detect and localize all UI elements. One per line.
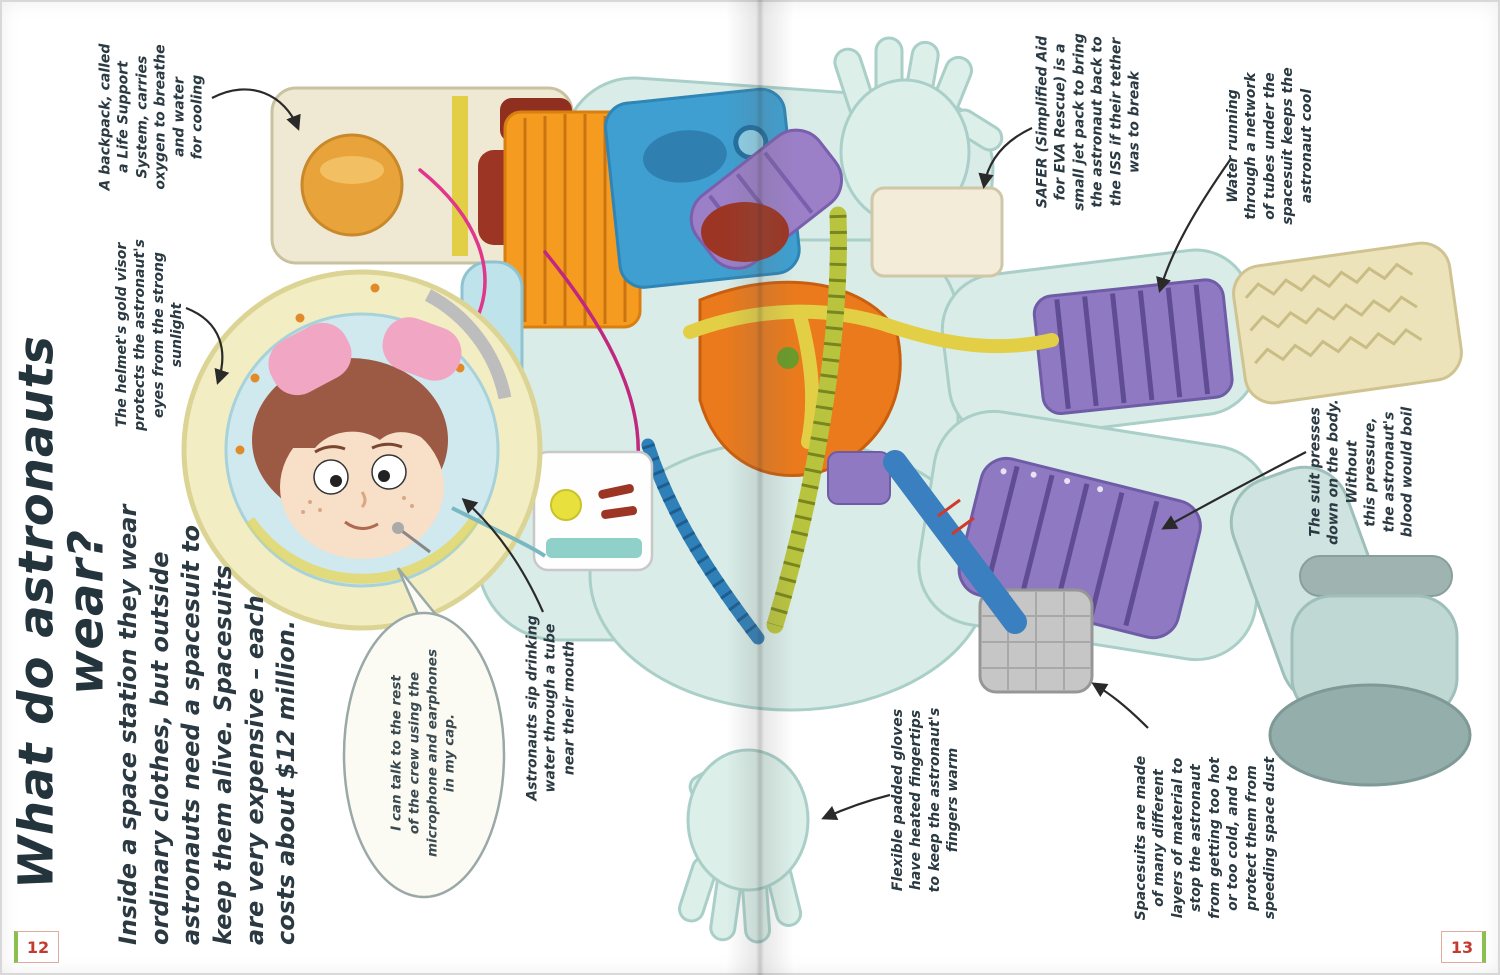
arrow-cooling (1156, 159, 1231, 293)
pink-cap-right (382, 317, 462, 381)
page-number-left: 12 (14, 931, 59, 963)
speech-bubble (342, 567, 506, 899)
annotation-water-tube: Astronauts sip drinking water through a … (524, 615, 578, 801)
purple-thigh-band (1032, 278, 1234, 415)
arrow-pressure (1161, 451, 1307, 530)
blue-strap (883, 450, 1027, 634)
dark-red-patch (701, 202, 789, 262)
annotation-layers: Spacesuits are made of many different la… (1133, 755, 1279, 921)
olive-segmented-hose (766, 206, 847, 634)
helmet-band (424, 289, 512, 400)
arrow-water-tube (461, 497, 545, 613)
arrow-visor (185, 306, 230, 385)
arrow-layers (1091, 682, 1149, 729)
page-title: What do astronauts wear? (8, 335, 115, 890)
annotation-backpack: A backpack, called a Life Support System… (97, 43, 206, 191)
intro-paragraph: Inside a space station they wear ordinar… (113, 504, 301, 945)
annotation-pressure: The suit presses down on the body. Witho… (1307, 399, 1416, 545)
orange-vest (698, 280, 902, 477)
knitted-leg-layer (1232, 241, 1463, 405)
microphone (397, 526, 431, 554)
annotation-gloves: Flexible padded gloves have heated finge… (890, 707, 962, 893)
green-dot (777, 347, 799, 369)
astronaut-face (252, 317, 462, 559)
arrow-gloves (821, 793, 891, 821)
purple-box (827, 451, 891, 505)
annotation-visor: The helmet's gold visor protects the ast… (114, 239, 186, 431)
lower-glove (678, 748, 810, 944)
upper-glove (833, 36, 1004, 278)
boot (1229, 465, 1472, 787)
annotation-safer: SAFER (Simplified Aid for EVA Rescue) is… (1034, 33, 1143, 211)
pink-cap-left (268, 322, 352, 396)
arrow-safer (978, 127, 1033, 190)
speech-bubble-text: I can talk to the rest of the crew using… (388, 649, 458, 858)
page-number-right: 13 (1441, 931, 1486, 963)
arrow-backpack (211, 88, 301, 131)
water-tube (451, 506, 547, 558)
annotation-cooling: Water running through a network of tubes… (1224, 67, 1315, 225)
blue-segmented-tube (641, 438, 765, 645)
magenta-wires (418, 168, 640, 462)
chest-control-box (532, 450, 654, 572)
yellow-harness (683, 304, 1059, 449)
